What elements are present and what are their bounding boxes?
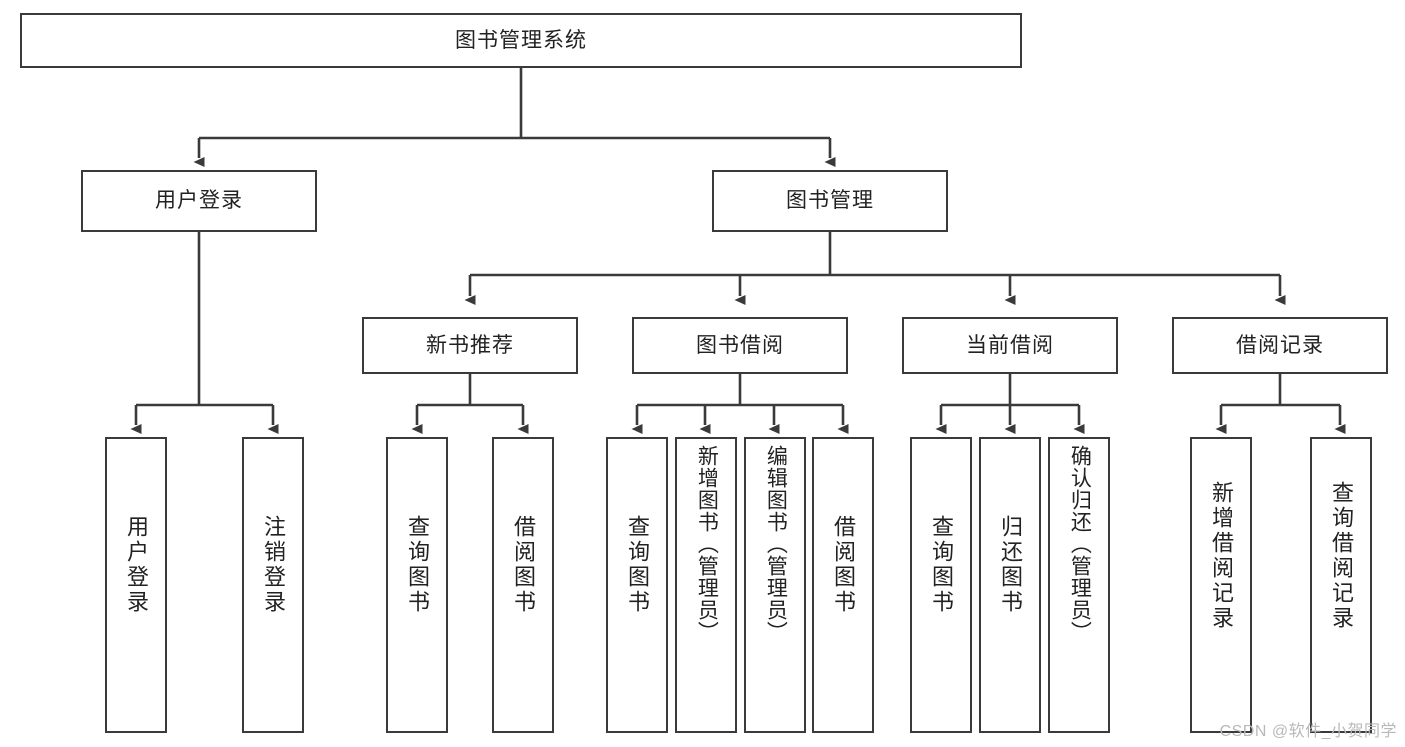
leaf-borrow-book[interactable]: 借阅图书 (812, 437, 874, 733)
node-label: 图书借阅 (696, 333, 784, 357)
leaf-add-book-admin[interactable]: 新增图书（管理员） (675, 437, 737, 733)
leaf-borrow-book-recommend[interactable]: 借阅图书 (492, 437, 554, 733)
node-label: 新增借阅记录 (1208, 481, 1234, 631)
node-label: 借阅图书 (510, 515, 536, 615)
leaf-add-borrow-record[interactable]: 新增借阅记录 (1190, 437, 1252, 733)
node-new-book-recommend[interactable]: 新书推荐 (362, 317, 578, 374)
node-label: 借阅记录 (1236, 333, 1324, 357)
node-label: 查询借阅记录 (1328, 481, 1354, 631)
node-book-management[interactable]: 图书管理 (712, 170, 948, 232)
node-label: 借阅图书 (830, 515, 856, 615)
node-current-borrow[interactable]: 当前借阅 (902, 317, 1118, 374)
node-label: 归还图书 (997, 515, 1023, 615)
node-label: 注销登录 (260, 515, 286, 615)
leaf-user-login[interactable]: 用户登录 (105, 437, 167, 733)
leaf-return-book[interactable]: 归还图书 (979, 437, 1041, 733)
leaf-query-book-current[interactable]: 查询图书 (910, 437, 972, 733)
node-borrow-record[interactable]: 借阅记录 (1172, 317, 1388, 374)
node-label: 新书推荐 (426, 333, 514, 357)
leaf-logout[interactable]: 注销登录 (242, 437, 304, 733)
node-label: 查询图书 (928, 515, 954, 615)
node-book-borrow[interactable]: 图书借阅 (632, 317, 848, 374)
node-label: 编辑图书（管理员） (764, 445, 788, 643)
node-label: 图书管理系统 (455, 28, 587, 52)
node-label: 确认归还（管理员） (1068, 445, 1092, 643)
node-label: 图书管理 (786, 189, 874, 213)
leaf-confirm-return-admin[interactable]: 确认归还（管理员） (1048, 437, 1110, 733)
leaf-edit-book-admin[interactable]: 编辑图书（管理员） (744, 437, 806, 733)
node-label: 用户登录 (123, 515, 149, 615)
node-user-login[interactable]: 用户登录 (81, 170, 317, 232)
node-label: 当前借阅 (966, 333, 1054, 357)
leaf-query-book-borrow[interactable]: 查询图书 (606, 437, 668, 733)
node-label: 新增图书（管理员） (695, 445, 719, 643)
leaf-query-borrow-record[interactable]: 查询借阅记录 (1310, 437, 1372, 733)
leaf-query-book-recommend[interactable]: 查询图书 (386, 437, 448, 733)
node-label: 用户登录 (155, 189, 243, 213)
node-root-system[interactable]: 图书管理系统 (20, 13, 1022, 68)
node-label: 查询图书 (624, 515, 650, 615)
node-label: 查询图书 (404, 515, 430, 615)
